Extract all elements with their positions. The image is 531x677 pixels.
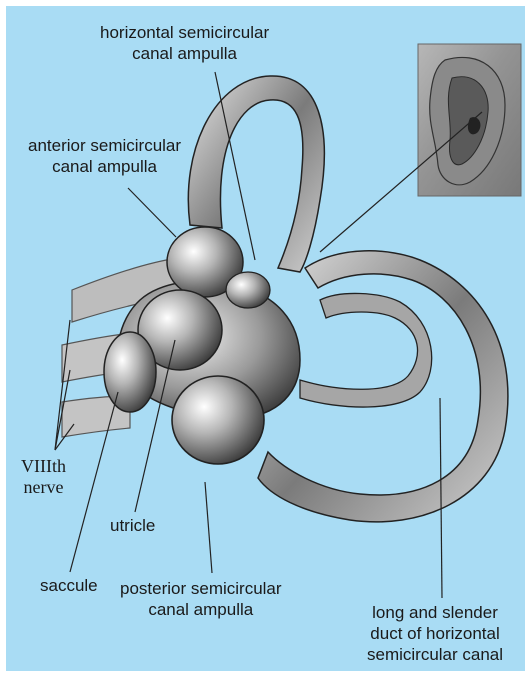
label-anterior-ampulla: anterior semicircular canal ampulla [28,135,181,177]
horizontal-canal-loop [258,251,508,522]
label-long-duct: long and slender duct of horizontal semi… [367,602,503,665]
inner-duct-loop [300,293,432,407]
horizontal-ampulla [226,272,270,308]
label-utricle: utricle [110,515,155,536]
posterior-ampulla [172,376,264,464]
leader-posterior-ampulla [205,482,212,573]
label-posterior-ampulla: posterior semicircular canal ampulla [120,578,282,620]
label-eighth-nerve: VIIIth nerve [21,456,66,498]
ear-photo-inset [418,44,521,196]
label-horizontal-ampulla: horizontal semicircular canal ampulla [100,22,269,64]
saccule-bulge [104,332,156,412]
label-saccule: saccule [40,575,98,596]
leader-anterior-ampulla [128,188,176,237]
